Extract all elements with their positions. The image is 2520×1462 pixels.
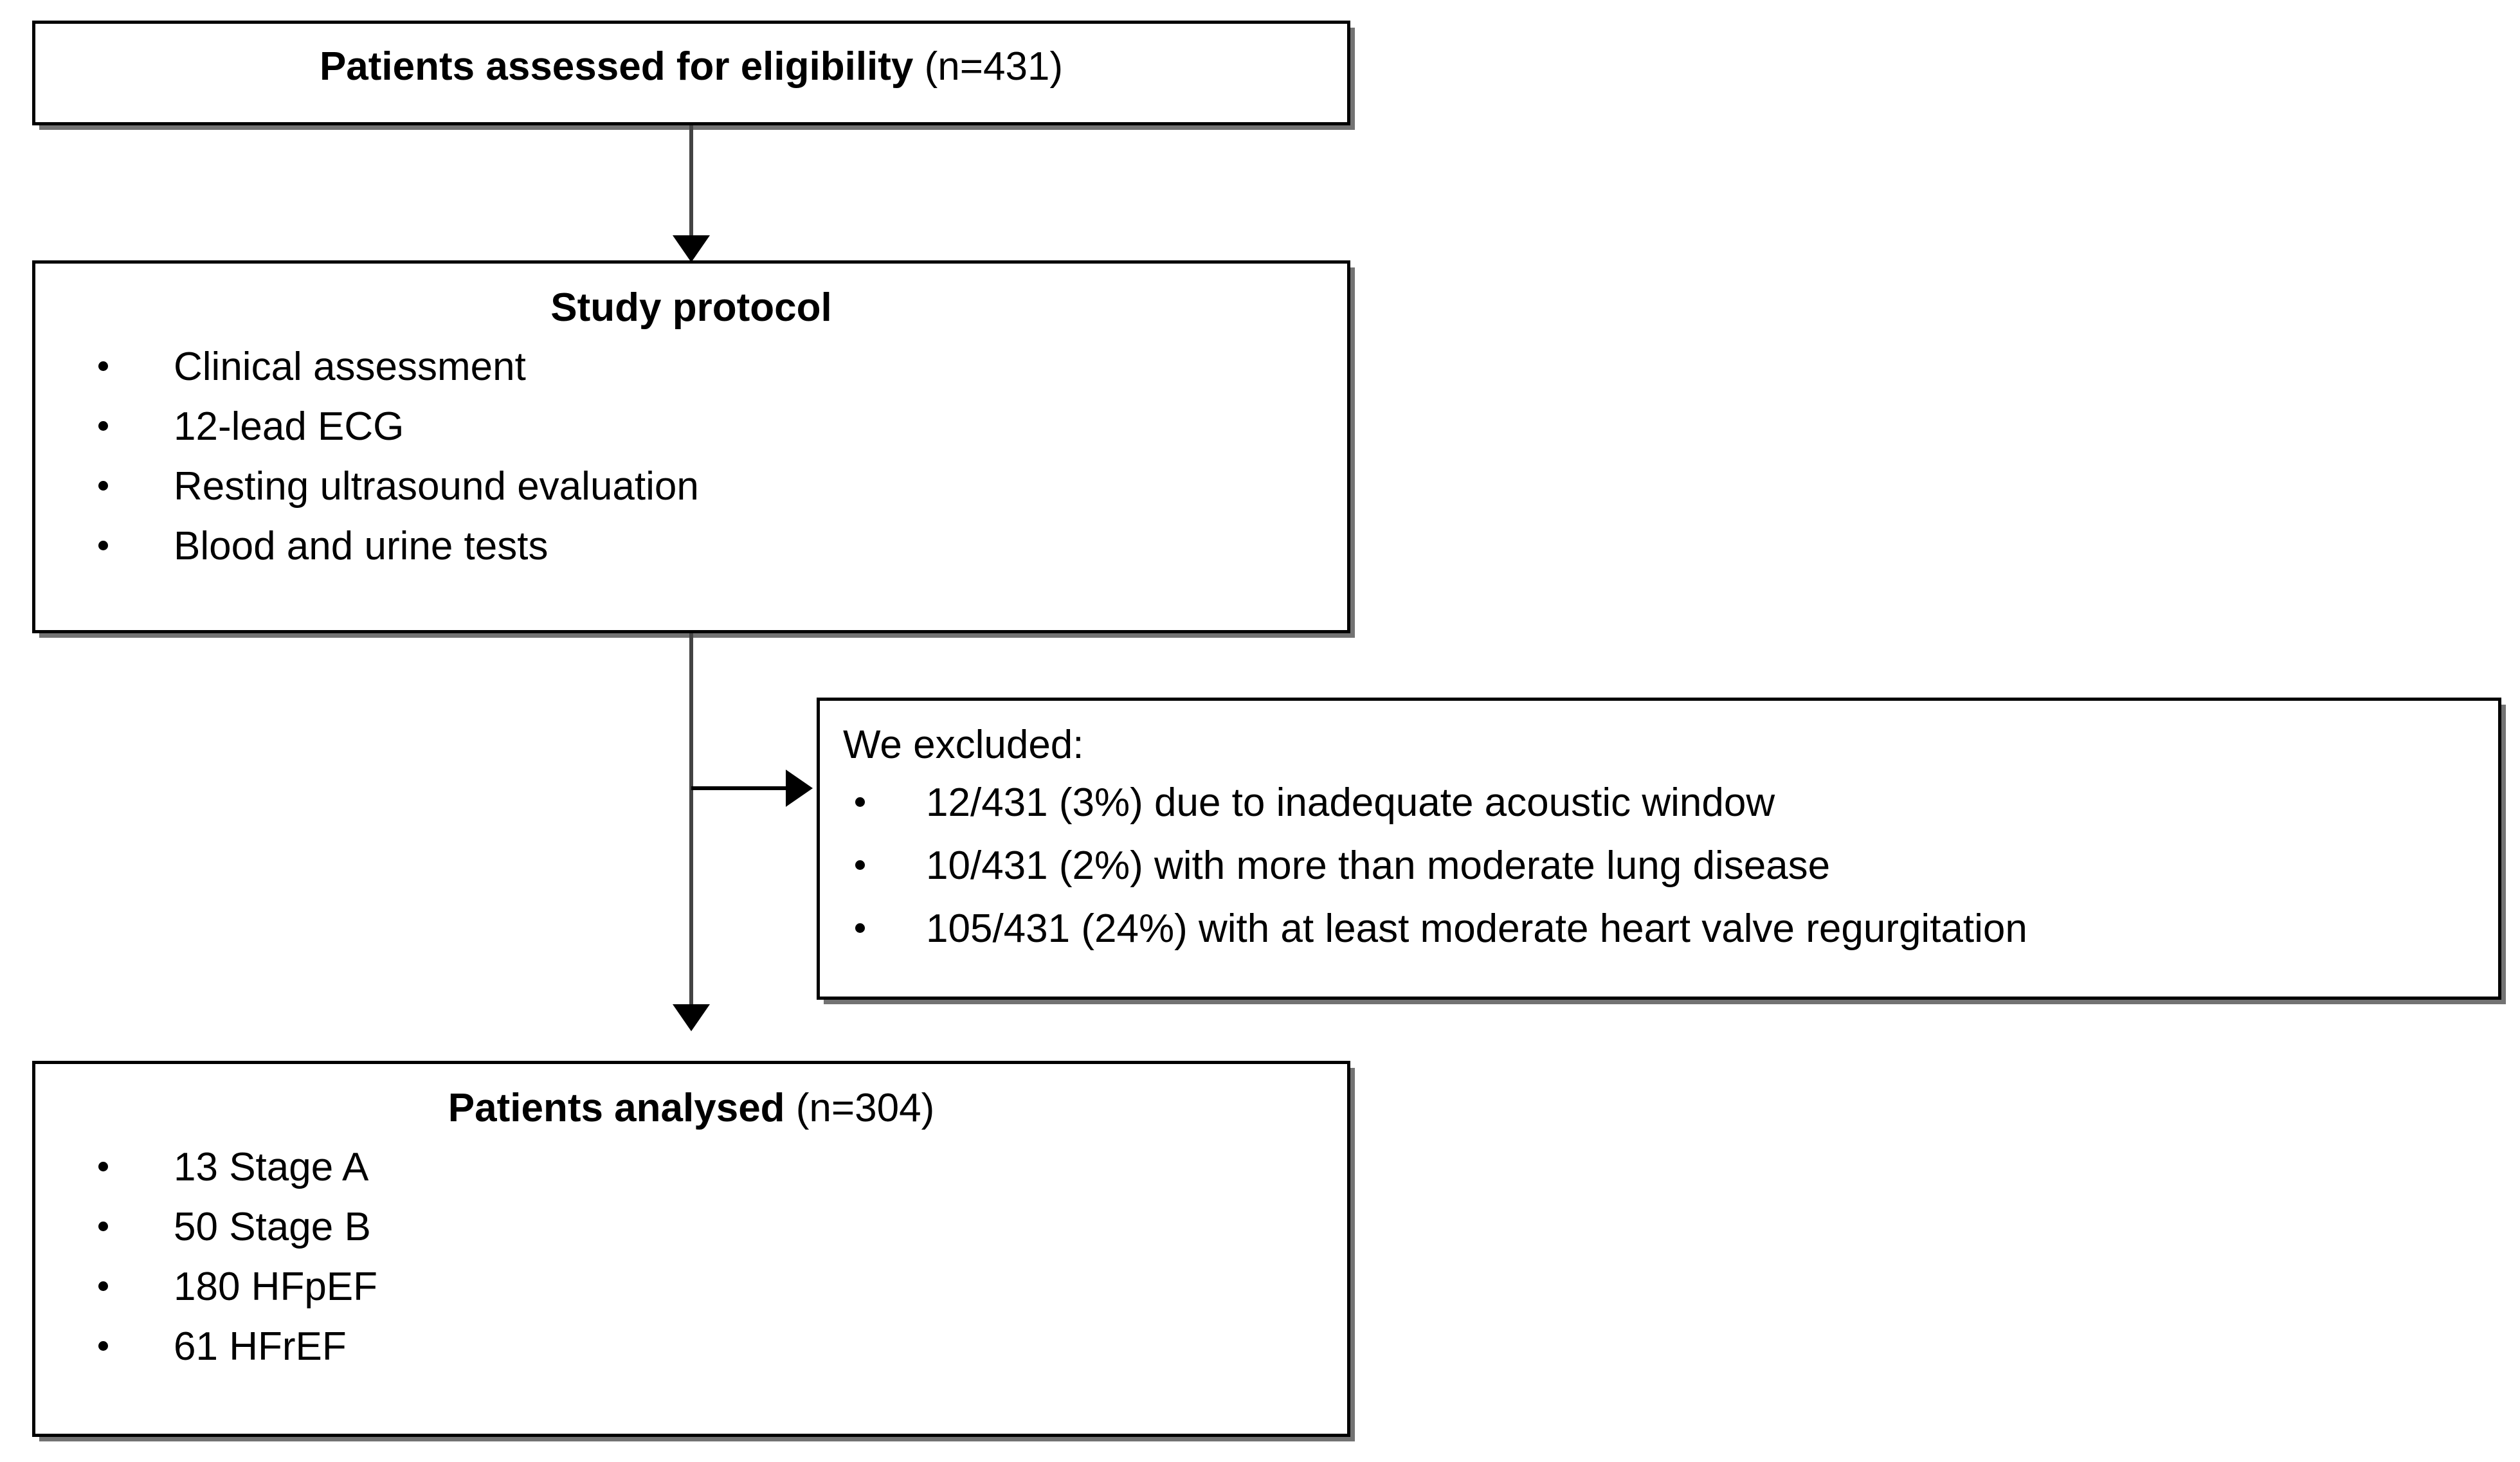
protocol-item-label: Resting ultrasound evaluation [174,464,699,509]
bullet-icon [98,421,108,431]
analysed-title: Patients analysed (n=304) [35,1088,1347,1128]
protocol-item-label: Clinical assessment [174,345,526,389]
analysed-item-list: 13 Stage A 50 Stage B 180 HFpEF 61 HFrEF [98,1148,1347,1367]
box-we-excluded: We excluded: 12/431 (3%) due to inadequa… [817,698,2501,1000]
analysed-item-label: 13 Stage A [174,1145,369,1189]
list-item: 12-lead ECG [98,407,1347,447]
bullet-icon [855,860,865,871]
list-item: 12/431 (3%) due to inadequate acoustic w… [855,783,2498,823]
list-item: Clinical assessment [98,347,1347,387]
list-item: Resting ultrasound evaluation [98,467,1347,507]
box-patients-assessed-for-eligibility: Patients assessed for eligibility (n=431… [32,21,1350,125]
analysed-item-label: 50 Stage B [174,1205,371,1249]
list-item: 50 Stage B [98,1207,1347,1247]
analysed-item-label: 61 HFrEF [174,1324,347,1369]
connector-eligibility-to-protocol-line [689,125,693,238]
list-item: Blood and urine tests [98,527,1347,566]
arrow-down-icon-eligibility-to-protocol [673,235,710,262]
bullet-icon [855,923,865,934]
list-item: 105/431 (24%) with at least moderate hea… [855,909,2498,949]
protocol-item-list: Clinical assessment 12-lead ECG Resting … [98,347,1347,566]
eligibility-title: Patients assessed for eligibility (n=431… [35,47,1347,87]
arrow-right-icon-protocol-to-excluded [786,770,813,807]
list-item: 10/431 (2%) with more than moderate lung… [855,846,2498,886]
protocol-item-label: Blood and urine tests [174,524,548,568]
bullet-icon [98,1222,108,1232]
list-item: 13 Stage A [98,1148,1347,1187]
arrow-down-icon-protocol-to-analysed [673,1004,710,1031]
bullet-icon [98,1281,108,1292]
bullet-icon [98,541,108,551]
protocol-item-label: 12-lead ECG [174,404,404,449]
connector-protocol-to-excluded-line [691,786,788,790]
bullet-icon [98,1162,108,1172]
bullet-icon [98,481,108,491]
excluded-item-label: 10/431 (2%) with more than moderate lung… [926,844,1831,888]
analysed-title-bold: Patients analysed [448,1086,785,1130]
eligibility-title-count: (n=431) [913,44,1064,89]
excluded-item-label: 12/431 (3%) due to inadequate acoustic w… [926,781,1775,825]
excluded-item-label: 105/431 (24%) with at least moderate hea… [926,907,2027,951]
box-study-protocol: Study protocol Clinical assessment 12-le… [32,260,1350,633]
list-item: 180 HFpEF [98,1267,1347,1307]
bullet-icon [98,1341,108,1351]
analysed-title-count: (n=304) [784,1086,935,1130]
eligibility-title-bold: Patients assessed for eligibility [319,44,914,89]
analysed-item-label: 180 HFpEF [174,1265,378,1309]
connector-protocol-to-analysed-line [689,633,693,1006]
bullet-icon [98,361,108,372]
protocol-title: Study protocol [35,288,1347,328]
excluded-item-list: 12/431 (3%) due to inadequate acoustic w… [855,783,2498,949]
bullet-icon [855,797,865,808]
protocol-title-text: Study protocol [550,285,832,330]
excluded-heading: We excluded: [843,723,1084,767]
box-patients-analysed: Patients analysed (n=304) 13 Stage A 50 … [32,1061,1350,1437]
list-item: 61 HFrEF [98,1327,1347,1367]
